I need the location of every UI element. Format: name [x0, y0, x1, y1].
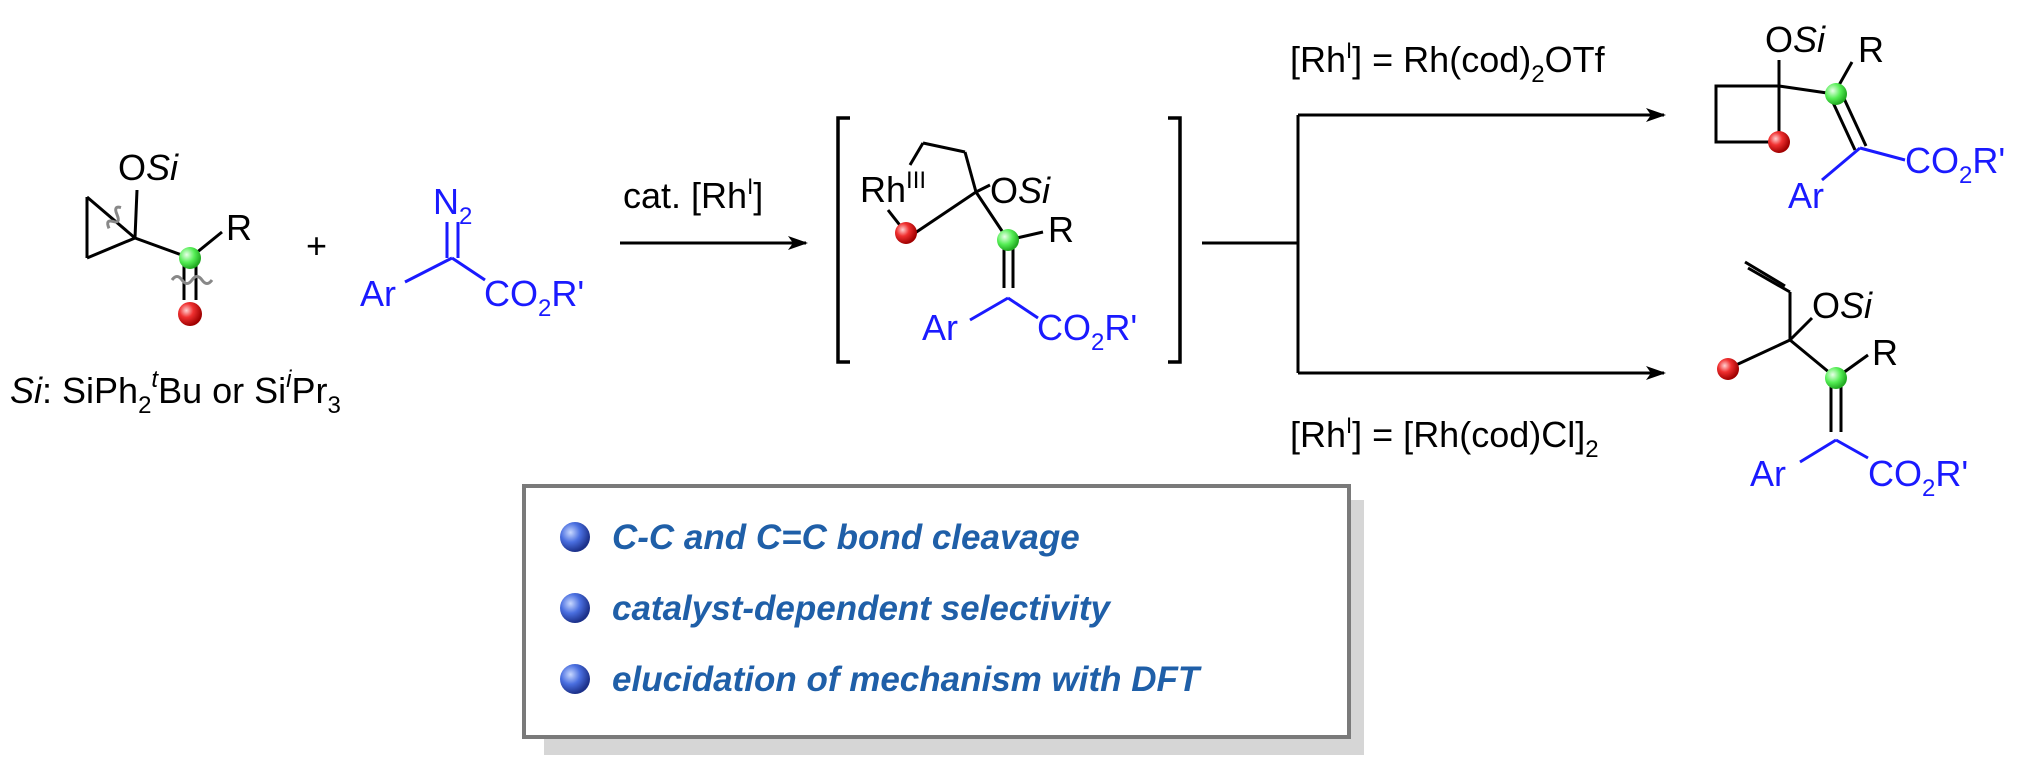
red-carbon-marker [1717, 358, 1739, 380]
condition-top-label: [RhI] = Rh(cod)2OTf [1290, 38, 1606, 88]
wavy-bond-cleavage [106, 205, 122, 229]
product-top-co2r-label: CO2R' [1905, 140, 2005, 189]
summary-text-1: C-C and C=C bond cleavage [612, 518, 1080, 557]
silyl-definition: Si: SiPh2tBu or SiiPr3 [10, 366, 341, 419]
reactant-osi-label: OSi [118, 147, 179, 188]
diazo-co2r-label: CO2R' [484, 273, 584, 322]
summary-box: C-C and C=C bond cleavage catalyst-depen… [522, 484, 1364, 755]
rhodium-label: RhIII [860, 167, 926, 210]
product-top-osi-label: OSi [1765, 19, 1826, 60]
product-bottom-ar-label: Ar [1750, 453, 1786, 494]
reactant-r-label: R [226, 207, 252, 248]
bullet-icon [560, 664, 590, 694]
red-carbon-marker [1768, 131, 1790, 153]
summary-box-frame [522, 484, 1351, 739]
branching-arrows [1202, 108, 1666, 380]
summary-bullet-2: catalyst-dependent selectivity [560, 589, 1111, 628]
summary-text-3: elucidation of mechanism with DFT [612, 660, 1202, 699]
bullet-icon [560, 593, 590, 623]
product-bottom-structure: OSi R Ar CO2R' [1717, 260, 1968, 502]
intermediate-r-label: R [1048, 209, 1074, 250]
wavy-bond-cleavage [170, 275, 214, 285]
right-bracket [1168, 116, 1182, 364]
green-carbon-marker [997, 229, 1019, 251]
green-carbon-marker [1825, 367, 1847, 389]
summary-text-2: catalyst-dependent selectivity [612, 589, 1111, 628]
intermediate-co2r-label: CO2R' [1037, 307, 1137, 356]
red-carbon-marker [895, 222, 917, 244]
product-top-ar-label: Ar [1788, 175, 1824, 216]
left-bracket [836, 116, 850, 364]
product-bottom-r-label: R [1872, 332, 1898, 373]
product-bottom-osi-label: OSi [1812, 285, 1873, 326]
diazo-n2-label: N2 [433, 181, 472, 230]
reactant-structure: OSi R [85, 147, 252, 326]
summary-bullet-3: elucidation of mechanism with DFT [560, 660, 1202, 699]
product-bottom-co2r-label: CO2R' [1868, 453, 1968, 502]
summary-bullet-1: C-C and C=C bond cleavage [560, 518, 1080, 557]
red-carbon-marker [178, 302, 202, 326]
catalyst-label: cat. [RhI] [623, 174, 763, 216]
plus-sign: + [306, 225, 327, 266]
intermediate-osi-label: OSi [990, 170, 1051, 211]
condition-bottom-label: [RhI] = [Rh(cod)Cl]2 [1290, 413, 1599, 463]
green-carbon-marker [179, 247, 201, 269]
product-top-r-label: R [1858, 29, 1884, 70]
intermediate-ar-label: Ar [922, 307, 958, 348]
diazo-reagent: N2 Ar CO2R' [360, 181, 584, 322]
bullet-icon [560, 522, 590, 552]
green-carbon-marker [1825, 83, 1847, 105]
intermediate-structure: RhIII OSi R Ar CO2R' [836, 116, 1182, 364]
product-top-structure: OSi R Ar CO2R' [1714, 19, 2005, 216]
diazo-ar-label: Ar [360, 273, 396, 314]
